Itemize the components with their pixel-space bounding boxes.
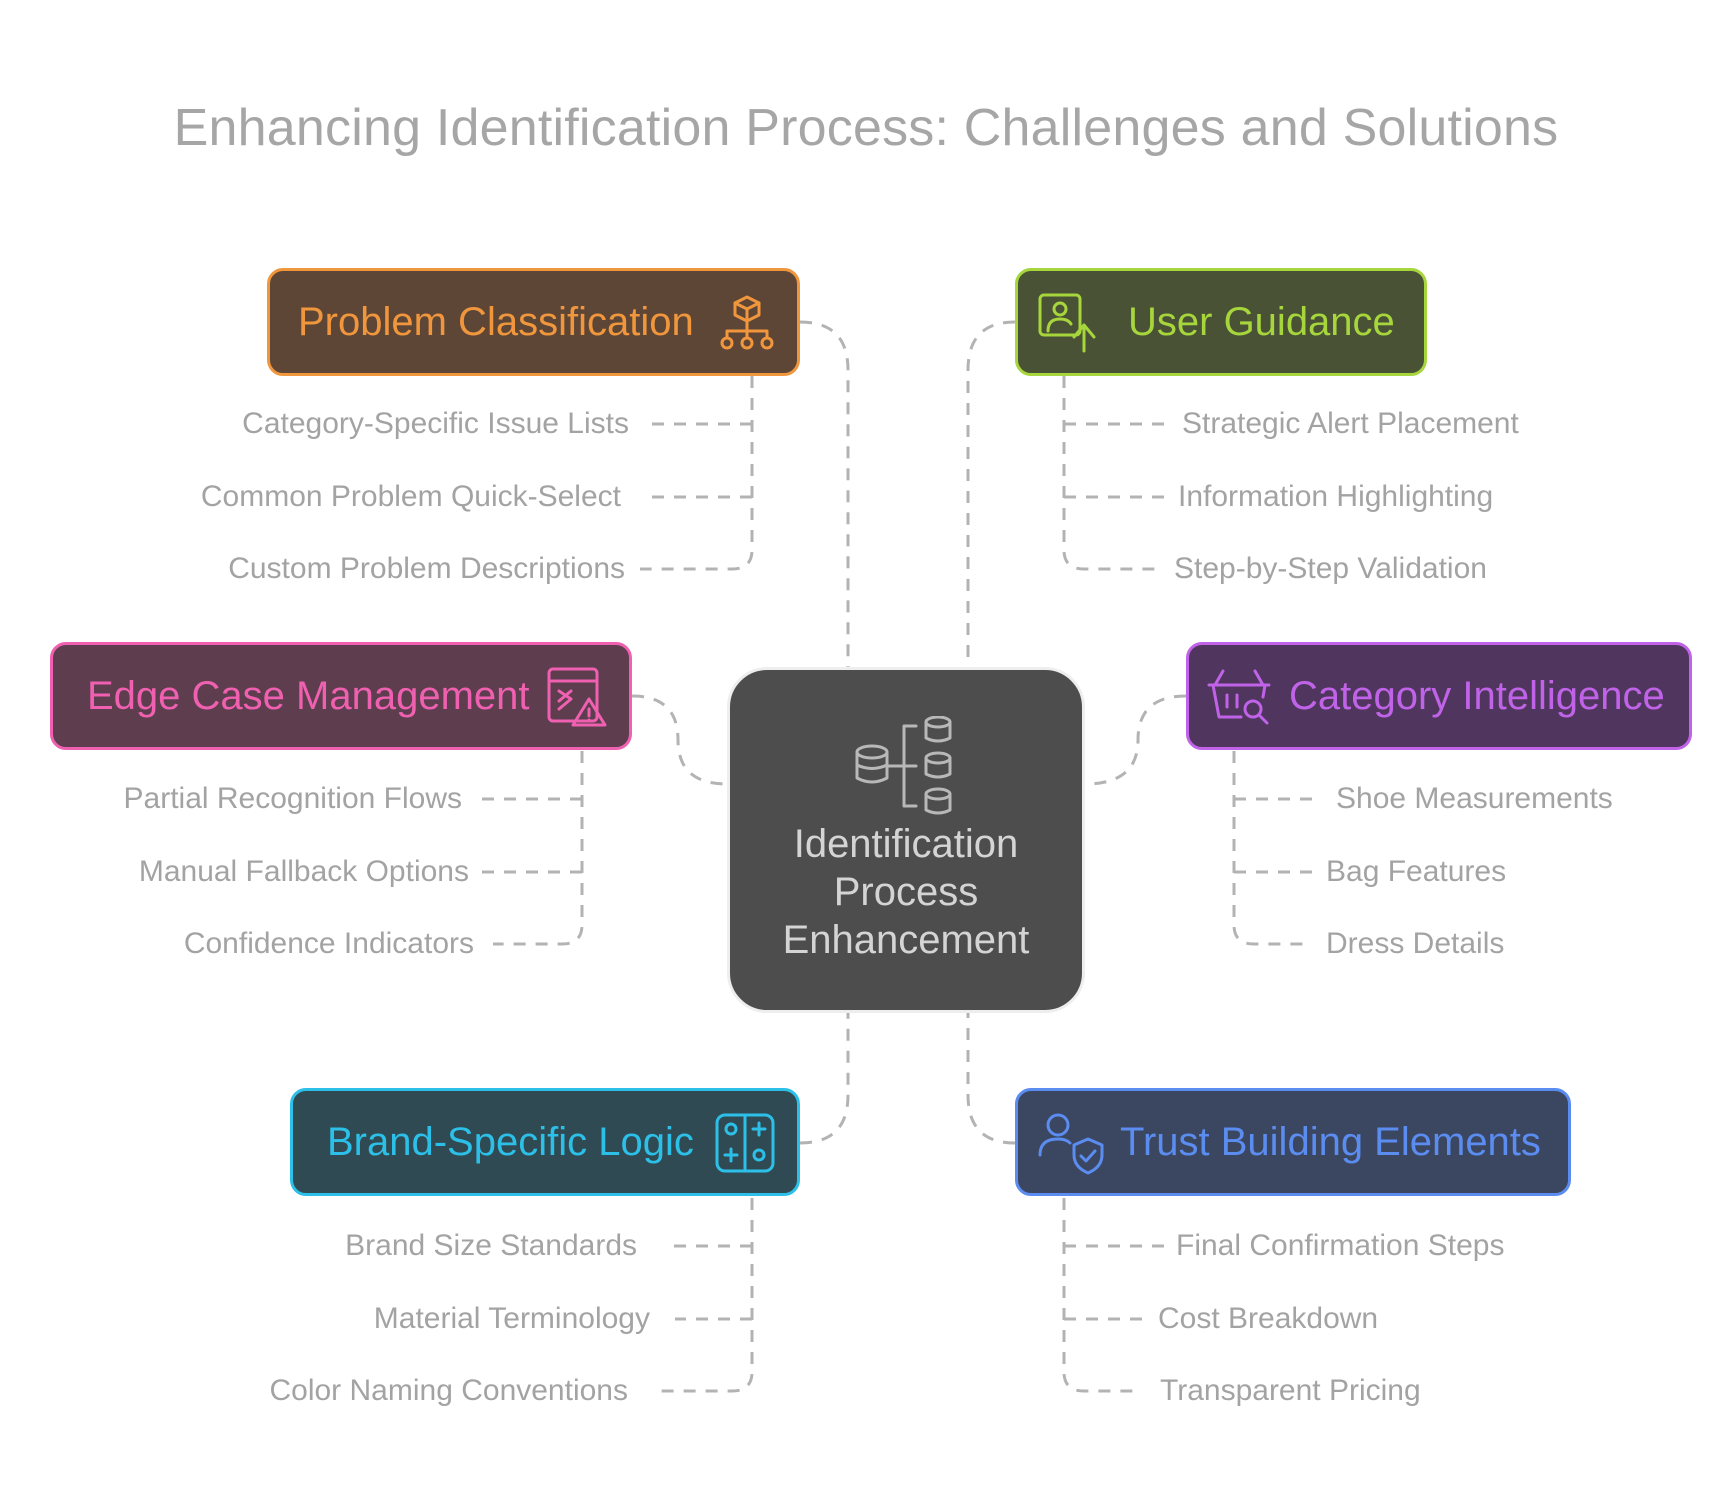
hierarchy-cube-icon — [720, 295, 774, 350]
list-item: Final Confirmation Steps — [1176, 1229, 1505, 1262]
controller-icon — [715, 1113, 775, 1173]
list-item: Dress Details — [1326, 927, 1505, 960]
node-label: Edge Case Management — [87, 673, 530, 718]
list-item: Shoe Measurements — [1336, 782, 1613, 815]
page-title: Enhancing Identification Process: Challe… — [173, 99, 1559, 157]
list-item: Cost Breakdown — [1158, 1302, 1379, 1335]
list-item: Category-Specific Issue Lists — [242, 407, 629, 440]
node-label: Trust Building Elements — [1120, 1119, 1541, 1164]
node-label: Category Intelligence — [1289, 673, 1665, 718]
node-user-guidance: User Guidance — [1015, 268, 1427, 376]
database-flow-icon — [855, 716, 952, 815]
list-item: Confidence Indicators — [183, 927, 474, 960]
list-item: Partial Recognition Flows — [123, 782, 462, 815]
center-label: Identification Process Enhancement — [730, 820, 1082, 964]
list-item: Color Naming Conventions — [269, 1374, 628, 1407]
node-category-intelligence: Category Intelligence — [1186, 642, 1692, 750]
node-edge-case-management: Edge Case Management — [50, 642, 632, 750]
center-node: Identification Process Enhancement — [727, 667, 1085, 1013]
node-brand-specific-logic: Brand-Specific Logic — [290, 1088, 800, 1196]
list-item: Common Problem Quick-Select — [200, 480, 621, 513]
node-label: Problem Classification — [298, 299, 694, 344]
warning-document-icon — [547, 667, 607, 727]
list-item: Bag Features — [1326, 855, 1507, 888]
user-upload-icon — [1038, 293, 1096, 353]
node-problem-classification: Problem Classification — [267, 268, 800, 376]
list-item: Information Highlighting — [1178, 480, 1494, 513]
list-item: Custom Problem Descriptions — [228, 552, 625, 585]
center-line: Process — [833, 870, 979, 914]
user-shield-icon — [1038, 1113, 1104, 1175]
center-line: Identification — [793, 822, 1019, 866]
list-item: Transparent Pricing — [1160, 1374, 1421, 1407]
list-item: Strategic Alert Placement — [1182, 407, 1519, 440]
node-trust-building-elements: Trust Building Elements — [1015, 1088, 1571, 1196]
list-item: Brand Size Standards — [345, 1229, 637, 1262]
list-item: Manual Fallback Options — [138, 855, 469, 888]
list-item: Material Terminology — [373, 1302, 650, 1335]
list-item: Step-by-Step Validation — [1174, 552, 1487, 585]
node-label: Brand-Specific Logic — [327, 1119, 694, 1164]
node-label: User Guidance — [1128, 299, 1395, 344]
center-line: Enhancement — [782, 918, 1030, 962]
basket-search-icon — [1207, 669, 1271, 725]
